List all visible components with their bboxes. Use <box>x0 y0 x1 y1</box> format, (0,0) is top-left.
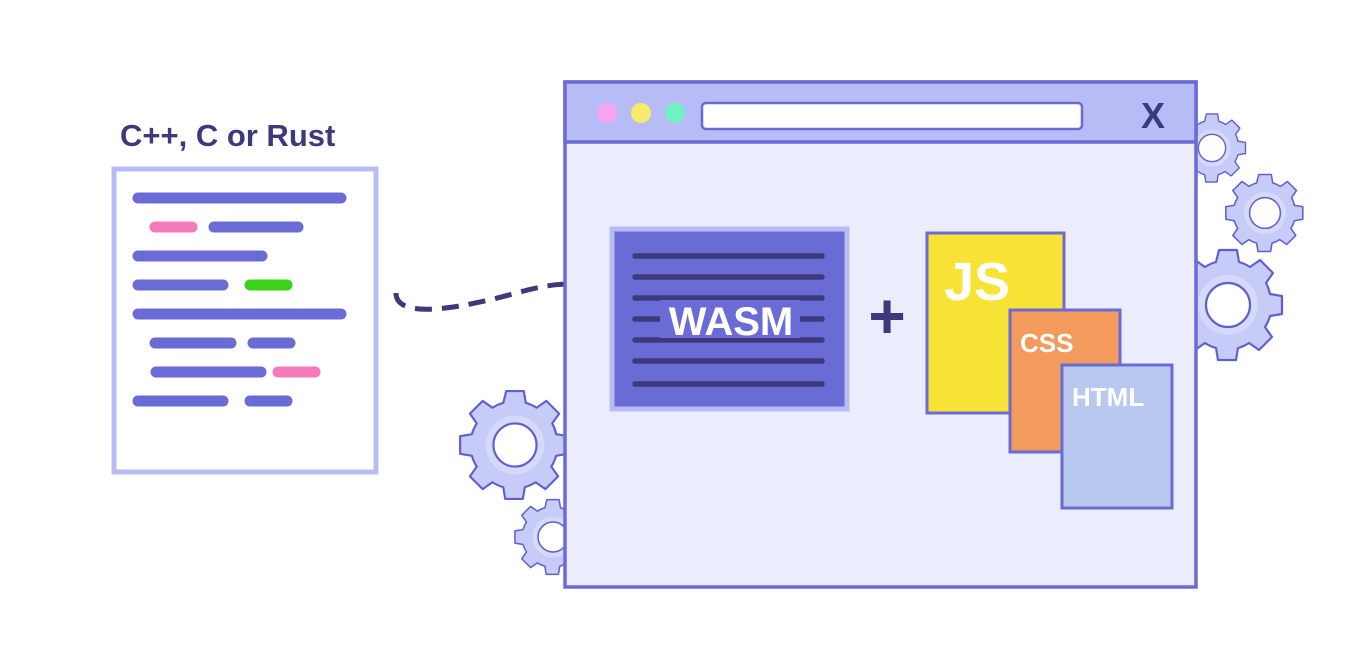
js-label: JS <box>944 252 1010 312</box>
window-dot-yellow <box>631 103 651 123</box>
wasm-label: WASM <box>669 300 793 344</box>
address-bar[interactable] <box>700 101 1084 131</box>
wasm-module: WASM <box>609 226 850 412</box>
css-label: CSS <box>1020 328 1073 358</box>
gear-icon <box>459 390 569 500</box>
html-label: HTML <box>1072 382 1144 412</box>
html-file: HTML <box>1060 363 1174 510</box>
window-dot-pink <box>597 103 617 123</box>
close-icon[interactable]: X <box>1141 95 1165 136</box>
source-languages-title: C++, C or Rust <box>120 118 335 153</box>
plus-icon: + <box>868 280 905 352</box>
window-dot-green <box>665 103 685 123</box>
gear-icon <box>1225 173 1304 253</box>
source-code-document <box>111 166 379 475</box>
